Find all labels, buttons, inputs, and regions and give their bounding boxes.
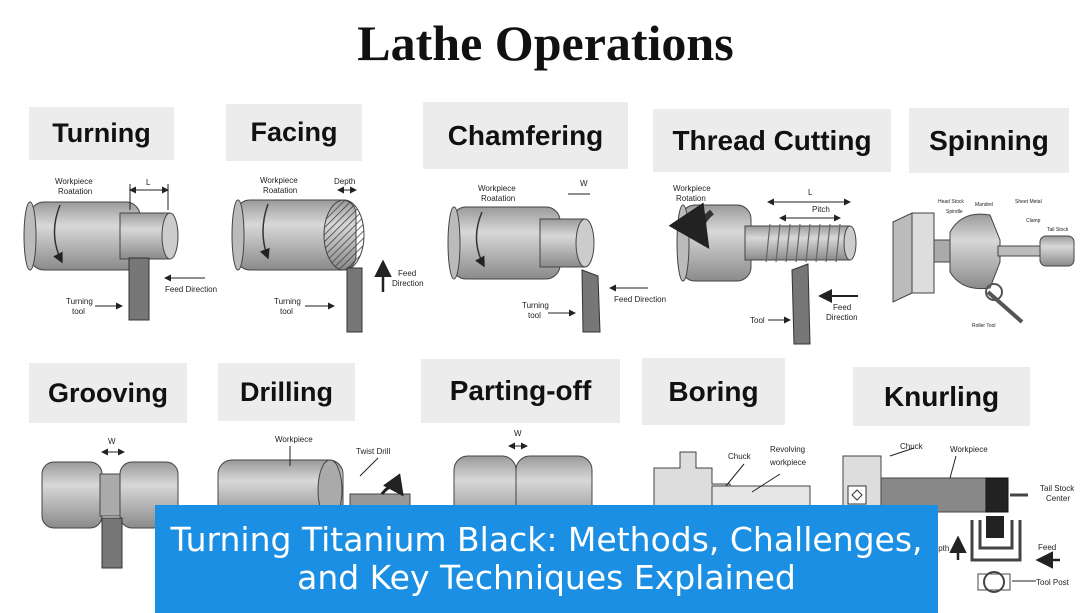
text-facing-tool-2: tool	[280, 307, 293, 316]
text-knurl-feed: Feed	[1038, 543, 1056, 552]
text-facing-rotation: Workpiece	[260, 176, 298, 185]
text-turning-feed: Feed Direction	[165, 285, 217, 294]
diagram-thread-cutting: Workpiece Rotation L Pitch Feed Directio…	[668, 184, 858, 345]
label-thread-cutting: Thread Cutting	[653, 109, 891, 172]
text-knurl-workpiece: Workpiece	[950, 445, 988, 454]
text-spin-sheet-metal: Sheet Metal	[1015, 199, 1042, 205]
label-spinning: Spinning	[909, 108, 1069, 173]
text-facing-depth: Depth	[334, 177, 355, 186]
text-facing-rotation-2: Roatation	[263, 186, 297, 195]
text-spin-spindle: Spindle	[946, 209, 963, 215]
text-thread-feed: Feed	[833, 303, 851, 312]
text-turning-tool: Turning	[66, 297, 93, 306]
label-boring: Boring	[642, 358, 785, 425]
diagram-facing: Workpiece Roatation Depth Feed Direction…	[231, 176, 424, 333]
text-facing-tool: Turning	[274, 297, 301, 306]
text-boring-revolving-2: workpiece	[769, 458, 807, 467]
text-spin-roller: Roller Tool	[972, 323, 996, 329]
text-spin-head-stock: Head Stock	[938, 199, 964, 205]
text-spin-clamp: Clamp	[1026, 218, 1041, 224]
text-facing-feed: Feed	[398, 269, 416, 278]
text-chamfer-feed: Feed Direction	[614, 295, 666, 304]
label-knurling: Knurling	[853, 367, 1030, 426]
text-thread-feed-2: Direction	[826, 313, 858, 322]
text-knurl-tool-post: Tool Post	[1036, 578, 1070, 587]
text-chamfer-tool: Turning	[522, 301, 549, 310]
text-spin-mandrel: Mandrel	[975, 202, 993, 208]
text-chamfer-tool-2: tool	[528, 311, 541, 320]
text-thread-pitch: Pitch	[812, 205, 830, 214]
text-boring-revolving: Revolving	[770, 445, 805, 454]
text-part-width: W	[514, 429, 522, 438]
label-grooving: Grooving	[29, 363, 187, 423]
text-groove-width: W	[108, 437, 116, 446]
diagram-turning: Workpiece Roatation L Feed Direction Tur…	[23, 177, 217, 321]
label-turning: Turning	[29, 107, 174, 160]
text-chamfer-rotation-2: Roatation	[481, 194, 515, 203]
text-thread-tool: Tool	[750, 316, 765, 325]
text-knurl-tail-stock-2: Center	[1046, 494, 1070, 503]
article-title-banner: Turning Titanium Black: Methods, Challen…	[155, 505, 938, 613]
text-knurl-chuck: Chuck	[900, 442, 924, 451]
text-thread-length: L	[808, 188, 813, 197]
text-chamfer-rotation: Workpiece	[478, 184, 516, 193]
text-thread-rotation: Workpiece	[673, 184, 711, 193]
text-turning-rotation: Workpiece	[55, 177, 93, 186]
text-facing-feed-2: Direction	[392, 279, 424, 288]
text-turning-tool-2: tool	[72, 307, 85, 316]
diagram-grooving: W	[41, 437, 179, 569]
text-spin-tail-stock: Tail Stock	[1047, 227, 1069, 233]
text-drill-twist: Twist Drill	[356, 447, 390, 456]
label-drilling: Drilling	[218, 363, 355, 421]
text-thread-rotation-2: Rotation	[676, 194, 706, 203]
text-drill-workpiece: Workpiece	[275, 435, 313, 444]
page-title: Lathe Operations	[357, 15, 734, 71]
text-turning-length: L	[146, 178, 151, 187]
banner-line-2: and Key Techniques Explained	[297, 558, 796, 597]
diagram-spinning: Head Stock Spindle Mandrel Sheet Metal C…	[892, 199, 1075, 329]
label-facing: Facing	[226, 104, 362, 161]
label-chamfering: Chamfering	[423, 102, 628, 169]
text-turning-rotation-2: Roatation	[58, 187, 92, 196]
text-chamfer-width: W	[580, 179, 588, 188]
banner-line-1: Turning Titanium Black: Methods, Challen…	[170, 520, 923, 559]
text-boring-chuck: Chuck	[728, 452, 752, 461]
text-knurl-depth: Depth	[928, 544, 949, 553]
label-parting-off: Parting-off	[421, 359, 620, 423]
text-knurl-tail-stock: Tail Stock	[1040, 484, 1075, 493]
diagram-chamfering: Workpiece Roatation W Feed Direction Tur…	[447, 179, 666, 333]
